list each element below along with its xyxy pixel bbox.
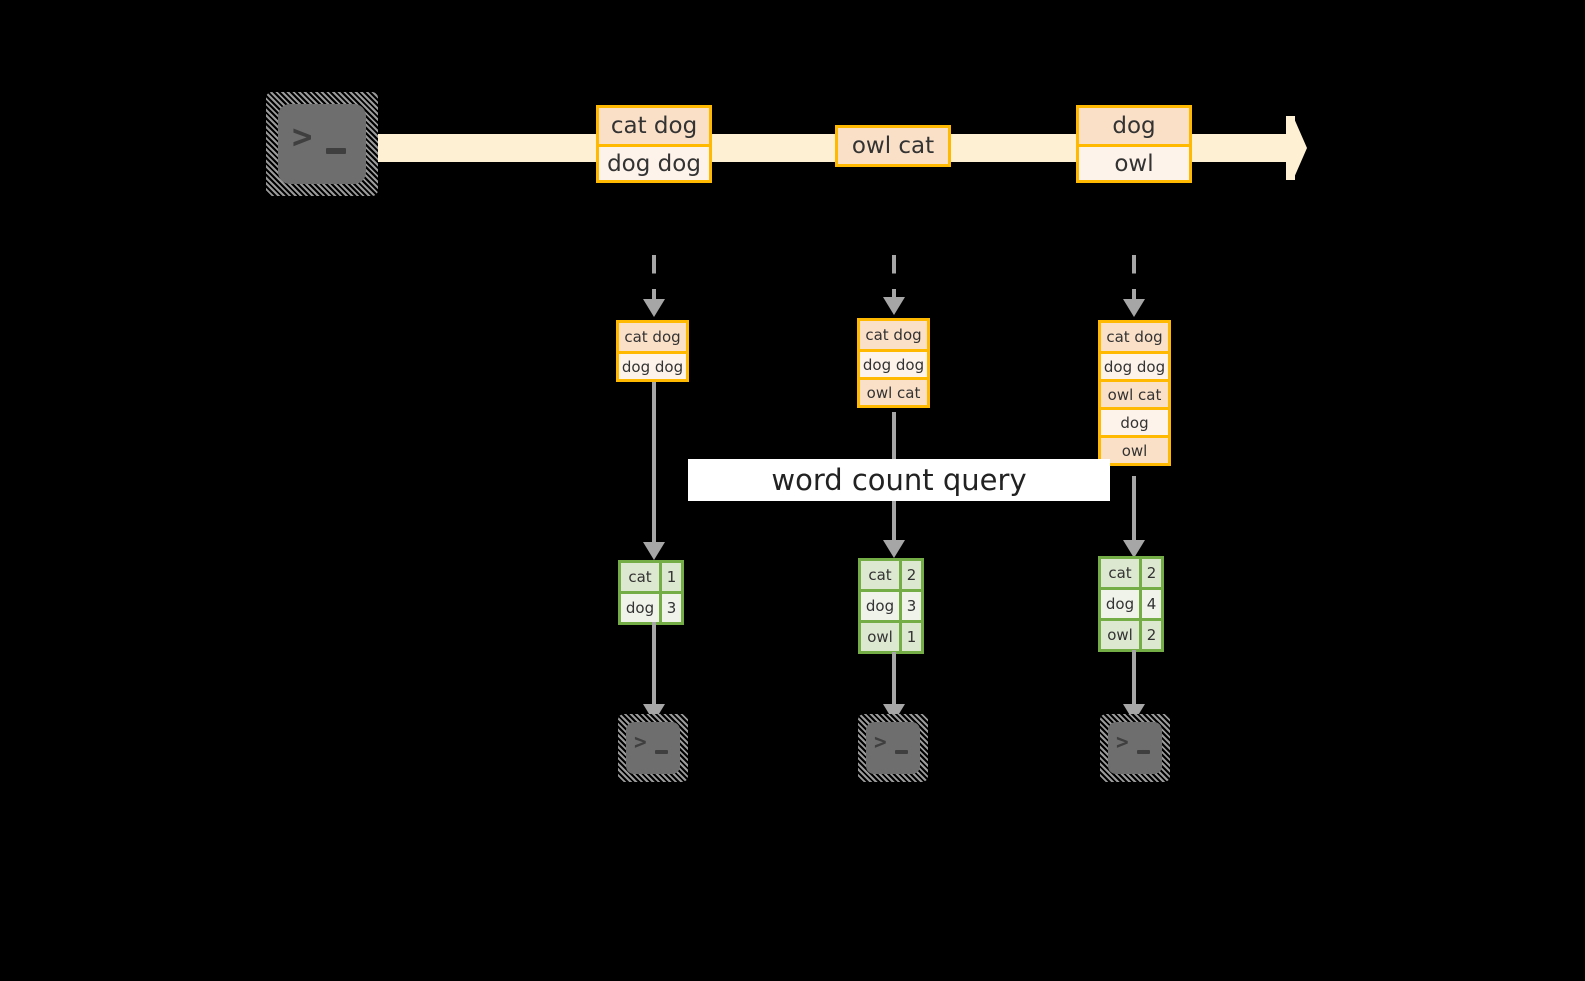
result-word: dog — [861, 592, 899, 620]
stream-arrow-head — [1293, 116, 1307, 180]
query-label-band: word count query — [688, 459, 1110, 501]
result-count: 3 — [659, 594, 681, 622]
snapshot-record: dog — [1101, 407, 1168, 435]
terminal-screen: > — [866, 722, 920, 774]
terminal-prompt-icon: > — [634, 730, 647, 754]
stream-arrow-head-barb — [1286, 116, 1295, 180]
snapshot-2-records: cat dog dog dog owl cat — [857, 318, 930, 408]
table-row: dog 3 — [621, 591, 681, 622]
snapshot-record: owl — [1101, 435, 1168, 463]
sink-terminal-icon-2: > — [858, 714, 928, 782]
result-count: 2 — [899, 561, 921, 589]
snapshot-record: dog dog — [619, 351, 686, 379]
terminal-cursor-icon — [655, 750, 668, 754]
result-word: cat — [1101, 559, 1139, 587]
terminal-cursor-icon — [895, 750, 908, 754]
stream-record: cat dog — [599, 108, 709, 144]
result-table-2: cat 2 dog 3 owl 1 — [858, 558, 924, 654]
result-word: cat — [861, 561, 899, 589]
table-row: dog 3 — [861, 589, 921, 620]
terminal-screen: > — [626, 722, 680, 774]
table-row: owl 1 — [861, 620, 921, 651]
snapshot-record: owl cat — [1101, 379, 1168, 407]
arrowhead-icon — [643, 299, 665, 317]
snapshot-record: dog dog — [860, 349, 927, 377]
terminal-cursor-icon — [1137, 750, 1150, 754]
snapshot-3-records: cat dog dog dog owl cat dog owl — [1098, 320, 1171, 466]
result-count: 1 — [899, 623, 921, 651]
table-row: cat 2 — [1101, 559, 1161, 587]
arrowhead-icon — [1123, 299, 1145, 317]
table-row: dog 4 — [1101, 587, 1161, 618]
solid-line — [892, 652, 896, 706]
dashed-line — [1132, 255, 1136, 299]
stream-group-1: cat dog dog dog — [596, 105, 712, 183]
solid-line — [1132, 650, 1136, 706]
stream-record: dog — [1079, 108, 1189, 144]
dashed-line — [652, 255, 656, 299]
stream-record: owl cat — [838, 128, 948, 164]
terminal-prompt-icon: > — [292, 117, 313, 157]
terminal-prompt-icon: > — [1116, 730, 1129, 754]
result-word: owl — [1101, 621, 1139, 649]
stream-record: owl — [1079, 144, 1189, 180]
snapshot-record: owl cat — [860, 377, 927, 405]
snapshot-record: cat dog — [860, 321, 927, 349]
terminal-screen: > — [278, 104, 366, 184]
solid-line — [652, 622, 656, 706]
result-word: dog — [621, 594, 659, 622]
snapshot-record: dog dog — [1101, 351, 1168, 379]
sink-terminal-icon-1: > — [618, 714, 688, 782]
source-terminal-icon: > — [266, 92, 378, 196]
result-word: dog — [1101, 590, 1139, 618]
arrowhead-icon — [643, 542, 665, 560]
terminal-screen: > — [1108, 722, 1162, 774]
dashed-line — [892, 255, 896, 297]
solid-line — [1132, 476, 1136, 542]
solid-line — [652, 382, 656, 544]
arrowhead-icon — [883, 297, 905, 315]
result-count: 4 — [1139, 590, 1161, 618]
query-label-text: word count query — [771, 463, 1027, 497]
table-row: cat 2 — [861, 561, 921, 589]
snapshot-record: cat dog — [1101, 323, 1168, 351]
snapshot-record: cat dog — [619, 323, 686, 351]
arrowhead-icon — [883, 540, 905, 558]
terminal-prompt-icon: > — [874, 730, 887, 754]
stream-record: dog dog — [599, 144, 709, 180]
snapshot-1-records: cat dog dog dog — [616, 320, 689, 382]
result-word: owl — [861, 623, 899, 651]
result-table-1: cat 1 dog 3 — [618, 560, 684, 625]
terminal-cursor-icon — [326, 148, 346, 154]
result-word: cat — [621, 563, 659, 591]
result-count: 1 — [659, 563, 681, 591]
stream-group-3: dog owl — [1076, 105, 1192, 183]
result-count: 3 — [899, 592, 921, 620]
result-count: 2 — [1139, 559, 1161, 587]
table-row: owl 2 — [1101, 618, 1161, 649]
arrowhead-icon — [1123, 540, 1145, 558]
result-table-3: cat 2 dog 4 owl 2 — [1098, 556, 1164, 652]
sink-terminal-icon-3: > — [1100, 714, 1170, 782]
table-row: cat 1 — [621, 563, 681, 591]
stream-group-2: owl cat — [835, 125, 951, 167]
result-count: 2 — [1139, 621, 1161, 649]
